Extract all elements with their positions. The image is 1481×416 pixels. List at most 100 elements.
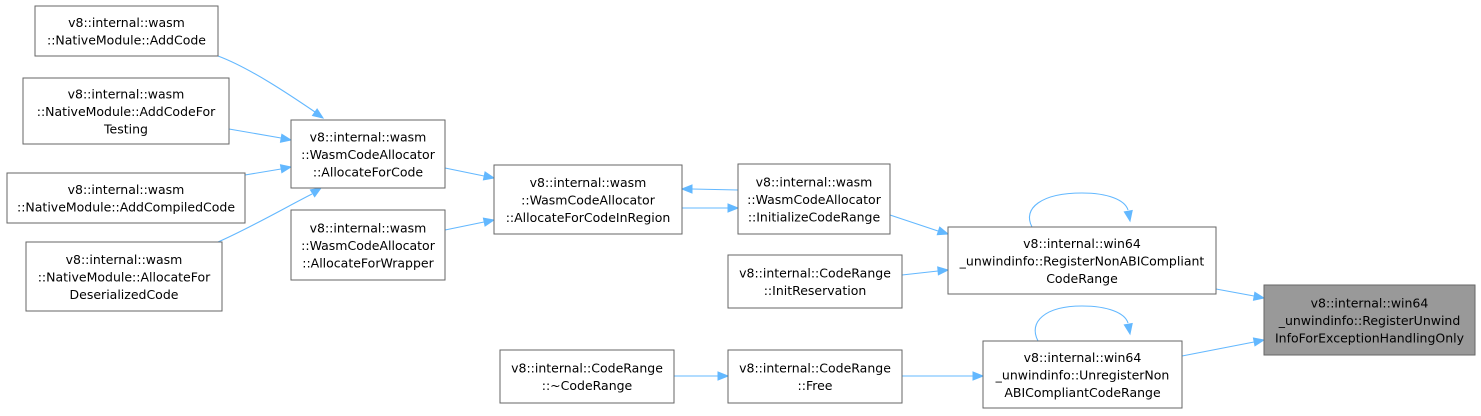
node-box — [947, 226, 1217, 295]
edge-arrowhead — [279, 164, 293, 174]
node-label-line: ::NativeModule::AddCode — [47, 33, 206, 48]
edge-arrowhead — [972, 371, 985, 381]
node-label-line: ::NativeModule::AddCodeFor — [37, 104, 216, 119]
node-free[interactable]: v8::internal::CodeRange::Free — [727, 349, 903, 404]
node-label-line: ::NativeModule::AddCompiledCode — [17, 200, 235, 215]
node-label-line: DeserializedCode — [70, 287, 179, 302]
edge-free-to-unregister — [902, 371, 985, 381]
edges-layer — [217, 55, 1266, 381]
edge-allocatefordeser-to-allocateforcode — [217, 187, 323, 243]
edge-arrowhead — [717, 371, 730, 381]
node-label-line: ABICompliantCodeRange — [1004, 385, 1161, 400]
node-label-line: Testing — [103, 121, 148, 136]
node-label-line: v8::internal::win64 — [1024, 350, 1142, 365]
node-label-line: ::AllocateForCode — [313, 164, 424, 179]
edge-line — [217, 55, 316, 113]
edge-arrowhead — [482, 171, 496, 181]
edge-line — [1181, 341, 1255, 357]
node-label-line: ::WasmCodeAllocator — [301, 147, 436, 162]
node-label-line: v8::internal::wasm — [66, 252, 183, 267]
node-label-line: _unwindinfo::UnregisterNon — [995, 367, 1170, 382]
node-label-line: ::InitializeCodeRange — [748, 209, 881, 224]
node-label-line: v8::internal::CodeRange — [511, 361, 663, 376]
edge-allocateforwrapper-to-allocateinregion — [444, 217, 496, 231]
edge-addcodefortesting-to-allocateforcode — [228, 128, 293, 143]
edge-arrowhead — [1252, 337, 1266, 347]
node-box — [1263, 284, 1476, 356]
node-dtor[interactable]: v8::internal::CodeRange::~CodeRange — [499, 349, 675, 404]
edge-arrowhead — [936, 226, 950, 236]
edge-addcode-to-allocateforcode — [217, 55, 325, 119]
node-label-line: InfoForExceptionHandlingOnly — [1275, 330, 1465, 345]
node-label-line: v8::internal::wasm — [68, 182, 185, 197]
node-label-line: v8::internal::wasm — [756, 174, 873, 189]
node-label-line: v8::internal::wasm — [68, 86, 185, 101]
node-label-line: ::InitReservation — [764, 283, 867, 298]
node-box — [290, 119, 446, 189]
node-box — [34, 5, 219, 57]
node-label-line: v8::internal::win64 — [1023, 236, 1141, 251]
node-label-line: ::~CodeRange — [542, 378, 633, 393]
node-label-line: _unwindinfo::RegisterNonABICompliant — [959, 253, 1205, 268]
node-label-line: _unwindinfo::RegisterUnwind — [1278, 313, 1461, 328]
node-addcode[interactable]: v8::internal::wasm::NativeModule::AddCod… — [34, 5, 219, 57]
node-addcompiledcode[interactable]: v8::internal::wasm::NativeModule::AddCom… — [6, 172, 246, 224]
edge-register-to-register — [1028, 192, 1133, 228]
edge-line — [889, 214, 939, 232]
node-box — [25, 241, 223, 312]
node-box — [982, 340, 1183, 409]
edge-line — [1034, 305, 1129, 342]
node-allocateforwrapper[interactable]: v8::internal::wasm::WasmCodeAllocator::A… — [290, 209, 446, 281]
edge-register-to-focus — [1215, 288, 1266, 301]
node-label-line: v8::internal::win64 — [1311, 295, 1429, 310]
edge-arrowhead — [309, 187, 323, 198]
node-label-line: ::AllocateForWrapper — [302, 255, 434, 270]
node-allocateforcode[interactable]: v8::internal::wasm::WasmCodeAllocator::A… — [290, 119, 446, 189]
edge-initcoderange-to-register — [889, 214, 950, 236]
node-label-line: v8::internal::wasm — [310, 220, 427, 235]
edge-arrowhead — [1252, 291, 1266, 301]
node-allocateinregion[interactable]: v8::internal::wasm::WasmCodeAllocator::A… — [493, 164, 683, 235]
edge-allocateinregion-to-initcoderange — [682, 203, 740, 213]
node-label-line: v8::internal::wasm — [68, 15, 185, 30]
node-box — [493, 164, 683, 235]
edge-line — [901, 270, 939, 276]
node-box — [499, 349, 675, 404]
edge-line — [244, 168, 282, 176]
edge-addcompiledcode-to-allocateforcode — [244, 164, 293, 176]
edge-unregister-to-unregister — [1034, 305, 1133, 342]
node-label-line: v8::internal::wasm — [310, 129, 427, 144]
node-label-line: ::WasmCodeAllocator — [301, 238, 436, 253]
node-register[interactable]: v8::internal::win64_unwindinfo::Register… — [947, 226, 1217, 295]
node-label-line: ::WasmCodeAllocator — [521, 192, 656, 207]
edge-arrowhead — [1123, 322, 1133, 336]
edge-line — [691, 188, 739, 191]
node-label-line: ::WasmCodeAllocator — [747, 192, 882, 207]
node-label-line: ::Free — [798, 378, 833, 393]
node-box — [727, 349, 903, 404]
node-box — [727, 254, 903, 309]
edge-unregister-to-focus — [1181, 337, 1266, 357]
node-box — [6, 172, 246, 224]
node-label-line: ::NativeModule::AllocateFor — [38, 269, 211, 284]
edge-allocateforcode-to-allocateinregion — [444, 167, 496, 181]
edge-initcoderange-to-allocateinregion — [680, 184, 739, 194]
edge-arrowhead — [311, 108, 325, 119]
edge-arrowhead — [1123, 209, 1133, 223]
node-allocatefordeser[interactable]: v8::internal::wasm::NativeModule::Alloca… — [25, 241, 223, 312]
node-initcoderange[interactable]: v8::internal::wasm::WasmCodeAllocator::I… — [737, 163, 891, 235]
node-focus[interactable]: v8::internal::win64_unwindinfo::Register… — [1263, 284, 1476, 356]
node-label-line: ::AllocateForCodeInRegion — [506, 210, 671, 225]
node-box — [290, 209, 446, 281]
node-label-line: v8::internal::wasm — [530, 175, 647, 190]
node-initreservation[interactable]: v8::internal::CodeRange::InitReservation — [727, 254, 903, 309]
edge-line — [228, 128, 282, 139]
node-unregister[interactable]: v8::internal::win64_unwindinfo::Unregist… — [982, 340, 1183, 409]
edge-line — [1028, 192, 1129, 228]
node-label-line: v8::internal::CodeRange — [739, 361, 891, 376]
edge-arrowhead — [680, 184, 693, 194]
node-label-line: CodeRange — [1046, 271, 1118, 286]
edge-arrowhead — [279, 133, 293, 143]
node-addcodefortesting[interactable]: v8::internal::wasm::NativeModule::AddCod… — [22, 77, 230, 145]
